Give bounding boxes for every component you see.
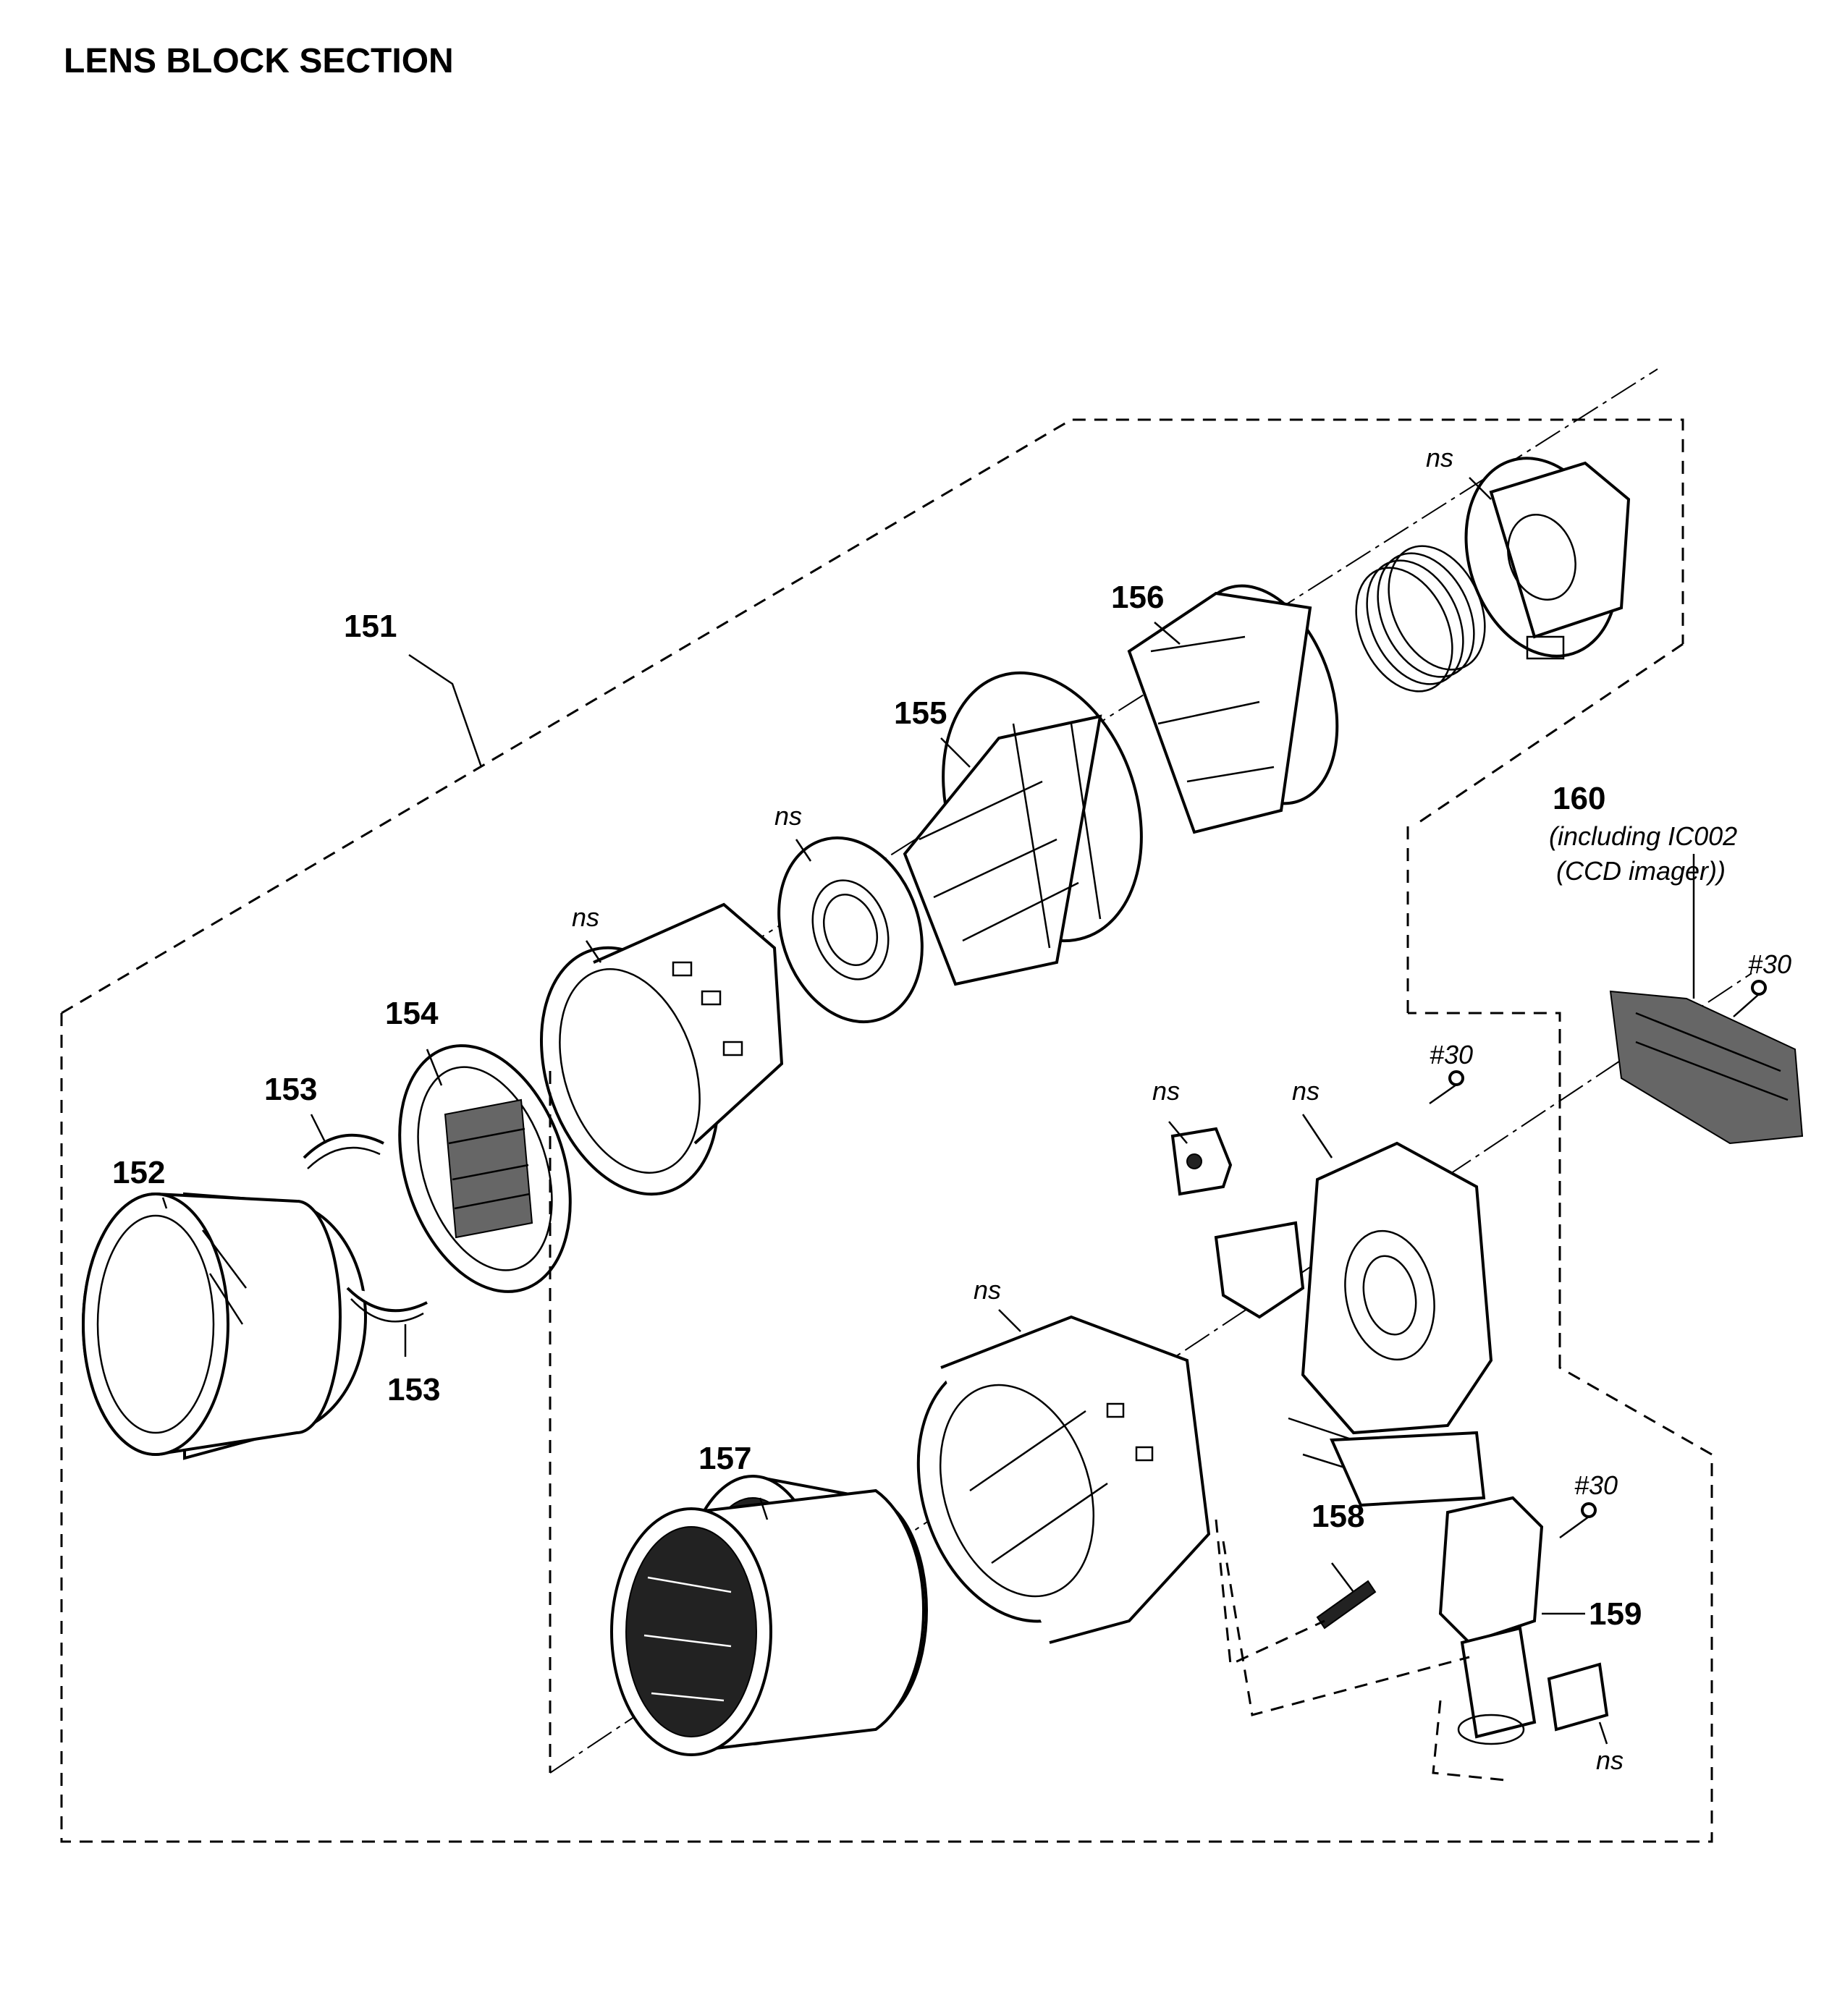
- label-ns-rear-unit: ns: [1426, 443, 1453, 473]
- label-160: 160: [1553, 781, 1605, 816]
- label-ns-motor-bracket: ns: [1596, 1745, 1624, 1775]
- label-ns-rear-housing: ns: [1292, 1076, 1320, 1106]
- screw-30-bottom: [1559, 1502, 1597, 1539]
- part-157-rear-cylinder: [610, 1475, 928, 1756]
- screw-30-mid: [1429, 1070, 1464, 1105]
- label-ns-lower-barrel: ns: [974, 1275, 1001, 1305]
- part-159-motor: [1438, 1496, 1609, 1745]
- part-155-cam-barrel: [903, 671, 1143, 986]
- label-ns-small-bracket: ns: [1152, 1076, 1180, 1106]
- part-ns-lens-element: [777, 836, 924, 1024]
- label-155: 155: [894, 695, 947, 731]
- label-156: 156: [1111, 580, 1164, 615]
- page-title: LENS BLOCK SECTION: [64, 42, 454, 80]
- part-156-barrel: [1127, 584, 1339, 834]
- part-ns-rear-unit: [1464, 457, 1631, 660]
- label-ns-lens-barrel: ns: [572, 902, 599, 932]
- label-160-note-2: (CCD imager)): [1556, 856, 1726, 886]
- part-153-lower-ring: [346, 1287, 428, 1323]
- label-153-upper: 153: [264, 1072, 317, 1107]
- part-spring: [1355, 545, 1486, 693]
- part-ns-lens-barrel-1: [539, 902, 784, 1196]
- label-screw-30-mid: #30: [1430, 1040, 1473, 1070]
- label-151: 151: [344, 609, 397, 644]
- label-screw-30-top: #30: [1748, 949, 1791, 979]
- label-screw-30-bottom: #30: [1574, 1470, 1618, 1500]
- label-159: 159: [1589, 1596, 1642, 1632]
- label-ns-lens-element: ns: [774, 801, 802, 831]
- assembly-boundary: [60, 418, 1713, 1843]
- part-153-upper-ring: [303, 1133, 384, 1169]
- part-158-guide-shaft: [1316, 1562, 1377, 1630]
- label-152: 152: [112, 1155, 165, 1190]
- part-ns-small-bracket: [1170, 1127, 1233, 1196]
- label-154: 154: [385, 996, 439, 1031]
- part-160-ccd-board: [1609, 990, 1804, 1145]
- part-154-shutter-ring: [398, 1044, 572, 1293]
- screw-30-top: [1733, 980, 1767, 1017]
- callout-leaders: [161, 477, 1695, 1745]
- dashed-leaders: [549, 1071, 1506, 1782]
- part-ns-lower-barrel: [916, 1315, 1211, 1644]
- part-ns-rear-housing: [1214, 1141, 1493, 1507]
- part-152-front-ring: [82, 1192, 367, 1460]
- label-160-note-1: (including IC002: [1549, 821, 1737, 851]
- label-157: 157: [698, 1441, 751, 1476]
- label-153-lower: 153: [387, 1372, 440, 1407]
- label-158: 158: [1312, 1499, 1364, 1534]
